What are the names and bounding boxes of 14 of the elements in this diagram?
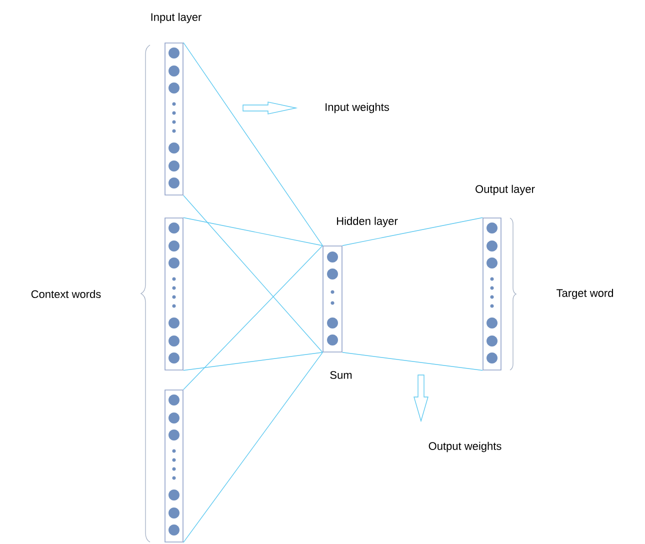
annotation-text: Context words bbox=[31, 290, 101, 298]
layer-title: Hidden layer bbox=[337, 216, 398, 228]
connection-lines bbox=[183, 42, 323, 353]
layer-title: Output layer bbox=[476, 184, 535, 196]
layer-note: Sum bbox=[330, 371, 352, 379]
neuron-column bbox=[164, 390, 184, 542]
layer-title: Input layer bbox=[151, 12, 202, 24]
neuron-column bbox=[164, 218, 184, 370]
connection-lines bbox=[183, 245, 323, 543]
annotation-text: Output weights bbox=[428, 442, 502, 452]
annotation-text: Target word bbox=[556, 288, 614, 300]
connection-lines bbox=[183, 217, 323, 371]
annotation-text: Input weights bbox=[326, 102, 389, 114]
connection-lines bbox=[342, 217, 483, 371]
